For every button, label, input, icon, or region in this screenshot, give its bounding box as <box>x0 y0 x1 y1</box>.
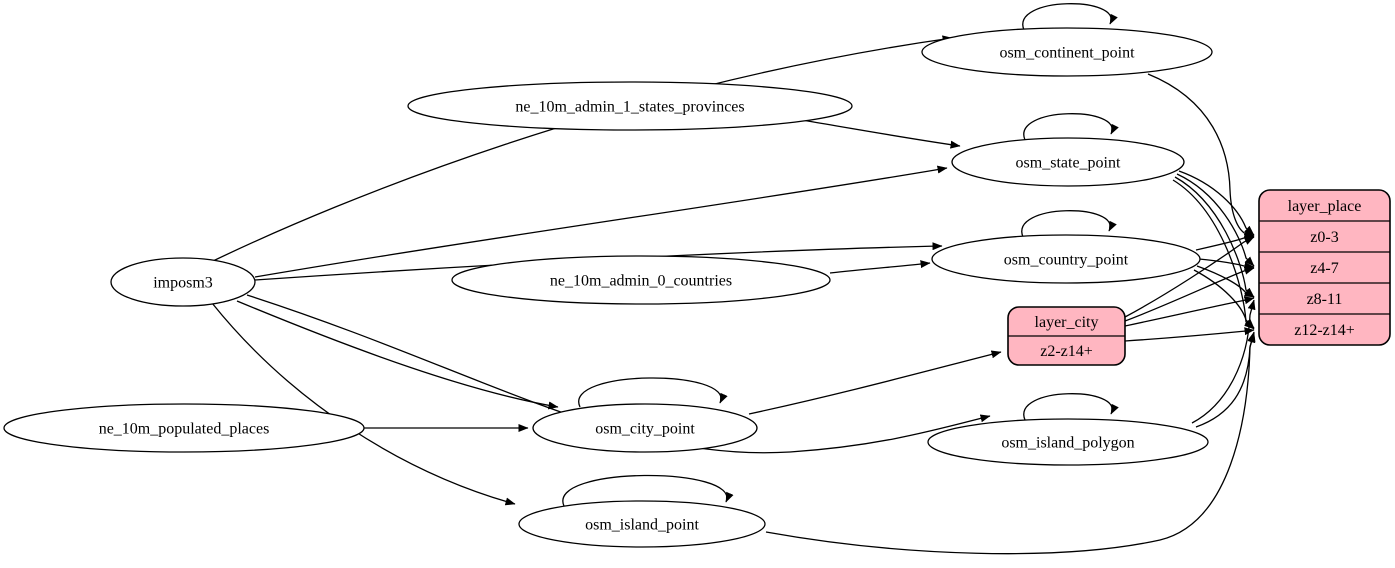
node-label-osm_continent_point: osm_continent_point <box>999 45 1135 62</box>
edge-imposm3-to-osm_state_point <box>254 165 948 278</box>
edge-osm_state_point-to-layer_place-z4-7 <box>1176 173 1255 267</box>
node-shape-osm_state_point <box>951 137 1185 187</box>
node-label-osm_state_point: osm_state_point <box>1016 155 1121 172</box>
node-shape-imposm3 <box>110 257 256 307</box>
node-osm_continent_point: osm_continent_point <box>921 27 1213 77</box>
nodes-layer: imposm3 ne_10m_admin_1_states_provincesne… <box>3 27 1391 548</box>
node-osm_island_polygon: osm_island_polygon <box>927 418 1209 466</box>
edge-osm_continent_point-to-layer_place-z0-3 <box>1147 73 1255 238</box>
record-row-layer_place-z8-11: z8-11 <box>1307 291 1343 308</box>
node-label-ne_10m_admin_1_states_provinces: ne_10m_admin_1_states_provinces <box>515 99 744 116</box>
edge-ne_10m_admin_1_states_provinces-to-osm_state_point <box>801 119 961 149</box>
edge-layer_city-to-layer_place-z0-3 <box>1124 236 1255 318</box>
node-label-imposm3: imposm3 <box>153 275 213 292</box>
edge-imposm3-to-osm_city_point <box>236 300 559 410</box>
self-loop-osm_city_point <box>578 377 728 408</box>
node-osm_country_point: osm_country_point <box>931 234 1201 284</box>
record-layer_place: layer_place z0-3 z4-7 z8-11 z12-z14+ <box>1258 189 1391 346</box>
edge-osm_island_polygon-to-layer_place-z8-11 <box>1191 299 1256 424</box>
node-shape-ne_10m_populated_places <box>3 403 365 453</box>
edge-layer_city-to-layer_place-z8-11 <box>1124 296 1255 327</box>
edge-imposm3-to-osm_continent_point <box>212 35 953 262</box>
node-osm_state_point: osm_state_point <box>951 137 1185 187</box>
edge-layer_city-to-layer_place-z12-z14+ <box>1124 327 1255 342</box>
node-ne_10m_populated_places: ne_10m_populated_places <box>3 403 365 453</box>
node-imposm3: imposm3 <box>110 257 256 307</box>
record-row-layer_place-layer_place: layer_place <box>1288 198 1362 215</box>
self-loop-osm_island_polygon <box>1023 393 1119 421</box>
node-label-osm_island_polygon: osm_island_polygon <box>1001 435 1134 452</box>
self-loop-osm_island_point <box>562 474 734 507</box>
node-label-osm_country_point: osm_country_point <box>1004 252 1129 269</box>
node-label-osm_island_point: osm_island_point <box>585 517 699 534</box>
edge-osm_state_point-to-layer_place-z12-z14+ <box>1172 179 1255 330</box>
node-ne_10m_admin_0_countries: ne_10m_admin_0_countries <box>451 255 831 305</box>
node-osm_city_point: osm_city_point <box>532 403 758 453</box>
edge-osm_country_point-to-layer_place-z4-7 <box>1198 258 1255 271</box>
node-shape-osm_island_polygon <box>927 418 1209 466</box>
record-row-layer_city-layer_city: layer_city <box>1035 314 1099 331</box>
record-row-layer_place-z12-z14+: z12-z14+ <box>1294 322 1355 339</box>
edge-osm_city_point-to-layer_city-z2-z14+ <box>748 350 1002 415</box>
node-label-osm_city_point: osm_city_point <box>595 421 695 438</box>
record-layer_city: layer_city z2-z14+ <box>1007 306 1126 366</box>
node-label-ne_10m_admin_0_countries: ne_10m_admin_0_countries <box>550 273 732 290</box>
edge-osm_country_point-to-layer_place-z12-z14+ <box>1193 269 1255 329</box>
edge-imposm3-to-osm_island_point <box>211 302 516 506</box>
edge-layer_city-to-layer_place-z4-7 <box>1124 266 1255 322</box>
edge-osm_state_point-to-layer_place-z0-3 <box>1178 170 1255 236</box>
record-row-layer_place-z4-7: z4-7 <box>1310 260 1338 277</box>
node-shape-osm_country_point <box>931 234 1201 284</box>
record-row-layer_city-z2-z14+: z2-z14+ <box>1040 343 1093 360</box>
node-ne_10m_admin_1_states_provinces: ne_10m_admin_1_states_provinces <box>407 81 853 131</box>
edge-imposm3-to-osm_island_polygon <box>246 294 991 454</box>
self-loop-osm_continent_point <box>1022 3 1118 31</box>
self-loop-osm_country_point <box>1021 210 1117 238</box>
node-label-ne_10m_populated_places: ne_10m_populated_places <box>99 421 270 438</box>
edge-osm_country_point-to-layer_place-z0-3 <box>1195 233 1255 251</box>
node-shape-osm_island_point <box>518 500 766 548</box>
edge-osm_state_point-to-layer_place-z8-11 <box>1174 176 1255 298</box>
node-shape-ne_10m_admin_1_states_provinces <box>407 81 853 131</box>
record-row-layer_place-z0-3: z0-3 <box>1310 229 1338 246</box>
node-osm_island_point: osm_island_point <box>518 500 766 548</box>
node-shape-osm_continent_point <box>921 27 1213 77</box>
node-shape-osm_city_point <box>532 403 758 453</box>
self-loop-osm_state_point <box>1023 113 1119 141</box>
edge-osm_island_point-to-layer_place-z12-z14+ <box>765 332 1256 555</box>
record-shape-layer_place <box>1258 189 1391 346</box>
edge-ne_10m_admin_0_countries-to-osm_country_point <box>829 260 931 274</box>
node-shape-ne_10m_admin_0_countries <box>451 255 831 305</box>
